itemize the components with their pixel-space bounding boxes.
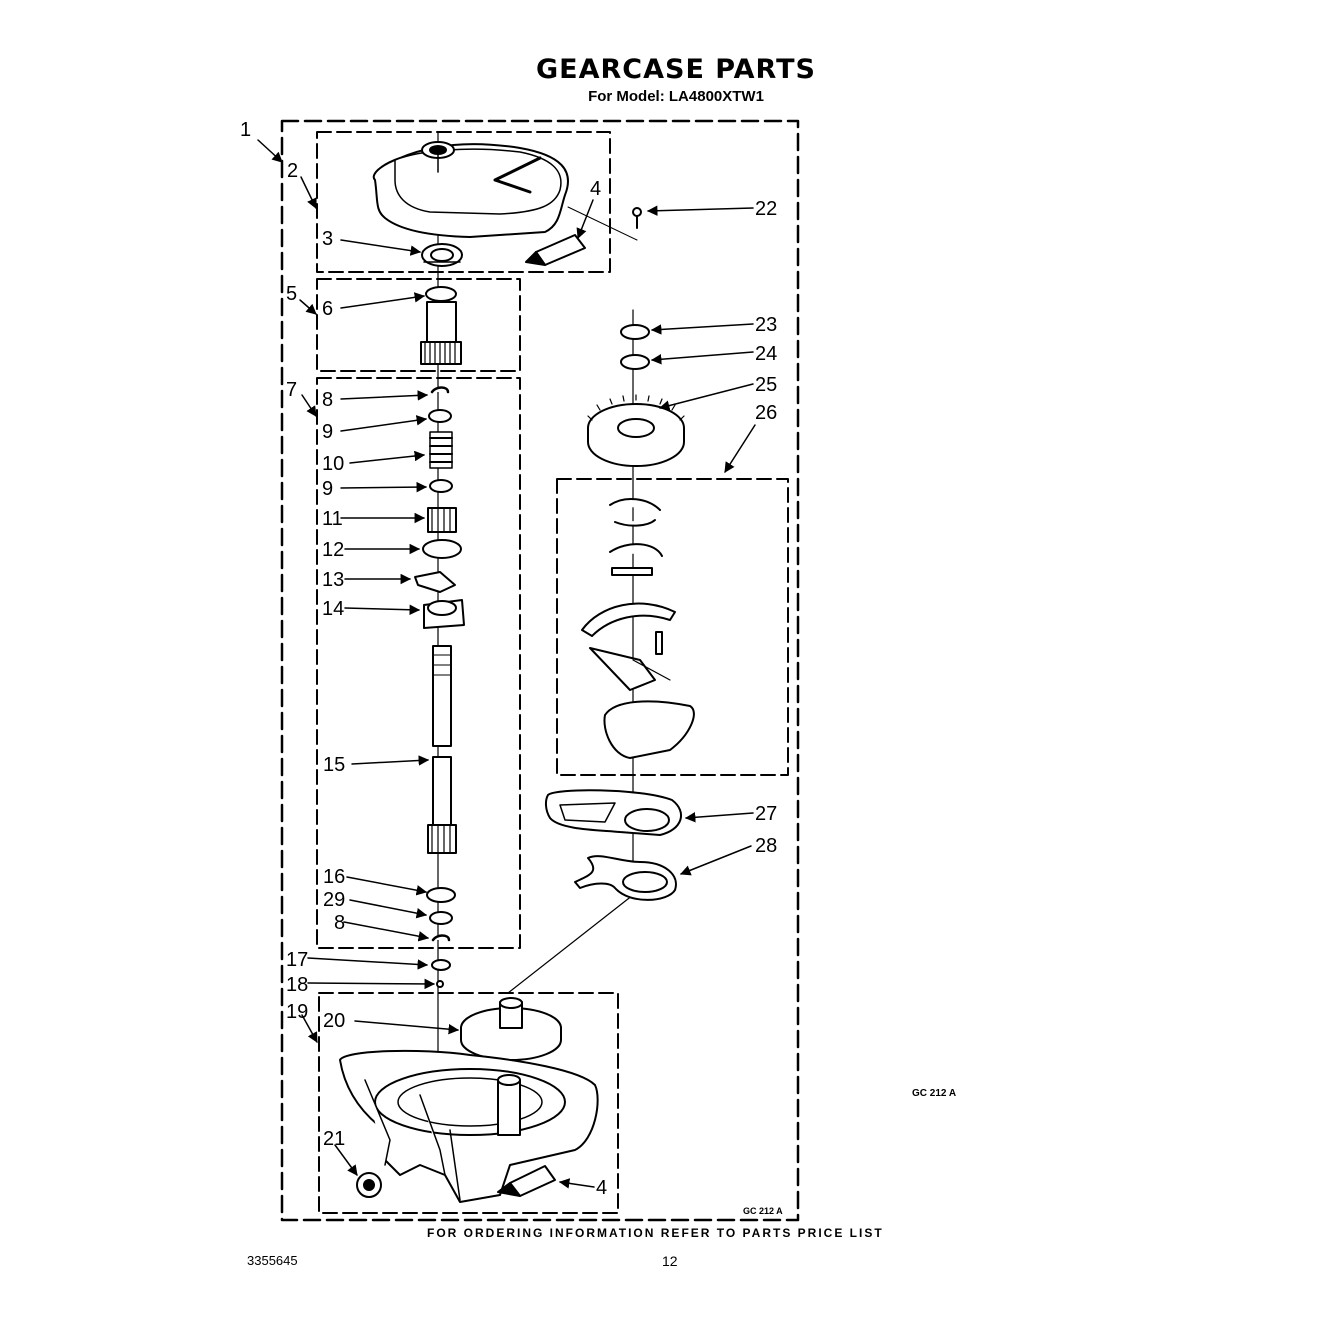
callout-28: 28 bbox=[755, 835, 777, 857]
callout-19: 19 bbox=[286, 1001, 308, 1023]
callout-26: 26 bbox=[755, 402, 777, 424]
callout-15: 15 bbox=[323, 754, 345, 776]
callout-16: 16 bbox=[323, 866, 345, 888]
base-group-box bbox=[318, 992, 619, 1214]
callout-14: 14 bbox=[322, 598, 344, 620]
page-title: GEARCASE PARTS bbox=[536, 54, 816, 85]
leader-lines bbox=[257, 139, 756, 1189]
screw-part bbox=[567, 206, 642, 241]
callout-12: 12 bbox=[322, 539, 344, 561]
callout-9-top: 9 bbox=[322, 421, 333, 443]
callout-22: 22 bbox=[755, 198, 777, 220]
callout-29: 29 bbox=[323, 889, 345, 911]
seal-part bbox=[421, 243, 463, 267]
link-line bbox=[507, 894, 634, 994]
washer-part-21 bbox=[356, 1172, 382, 1198]
callout-8-bottom: 8 bbox=[334, 912, 345, 934]
bracket-part-28 bbox=[574, 855, 677, 901]
diagram-code-inner: GC 212 A bbox=[743, 1206, 783, 1216]
grease-tube-part-top bbox=[525, 234, 586, 266]
model-subtitle: For Model: LA4800XTW1 bbox=[588, 88, 764, 105]
callout-7: 7 bbox=[286, 379, 297, 401]
shaft-group-box bbox=[316, 377, 521, 949]
callout-4-top: 4 bbox=[590, 178, 601, 200]
document-number: 3355645 bbox=[247, 1253, 298, 1268]
ordering-note: FOR ORDERING INFORMATION REFER TO PARTS … bbox=[427, 1226, 884, 1240]
callout-3: 3 bbox=[322, 228, 333, 250]
callout-20: 20 bbox=[323, 1010, 345, 1032]
callout-18: 18 bbox=[286, 974, 308, 996]
callout-21: 21 bbox=[323, 1128, 345, 1150]
right-stack-parts bbox=[587, 324, 685, 467]
callout-11: 11 bbox=[322, 508, 343, 530]
callout-10: 10 bbox=[322, 453, 344, 475]
callout-13: 13 bbox=[322, 569, 344, 591]
pinion-part bbox=[420, 286, 462, 365]
clutch-group-box bbox=[556, 478, 789, 776]
callout-2: 2 bbox=[287, 160, 298, 182]
callout-6: 6 bbox=[322, 298, 333, 320]
gearcase-cover-part bbox=[372, 141, 569, 238]
diagram-code-side: GC 212 A bbox=[912, 1088, 957, 1099]
clutch-assembly-part bbox=[581, 498, 695, 759]
callout-8-top: 8 bbox=[322, 389, 333, 411]
grease-tube-part-bottom bbox=[497, 1165, 556, 1197]
pinion-group-box bbox=[316, 278, 521, 372]
callout-25: 25 bbox=[755, 374, 777, 396]
gearcase-base-part bbox=[339, 1049, 599, 1203]
callout-27: 27 bbox=[755, 803, 777, 825]
page-number: 12 bbox=[662, 1253, 678, 1269]
callout-4-bottom: 4 bbox=[596, 1177, 607, 1199]
cover-group-box bbox=[316, 131, 611, 273]
shaft-parts bbox=[414, 386, 465, 988]
callout-24: 24 bbox=[755, 343, 777, 365]
base-gear-part bbox=[460, 997, 562, 1061]
callout-17: 17 bbox=[286, 949, 308, 971]
callout-5: 5 bbox=[286, 283, 297, 305]
outer-assembly-box bbox=[280, 119, 800, 1222]
callout-23: 23 bbox=[755, 314, 777, 336]
callout-numbers: 1 2 3 4 22 5 6 7 23 24 25 26 8 9 10 9 11… bbox=[240, 119, 777, 1199]
bracket-part-27 bbox=[544, 789, 683, 836]
callout-1: 1 bbox=[240, 119, 251, 141]
callout-9-bottom: 9 bbox=[322, 478, 333, 500]
